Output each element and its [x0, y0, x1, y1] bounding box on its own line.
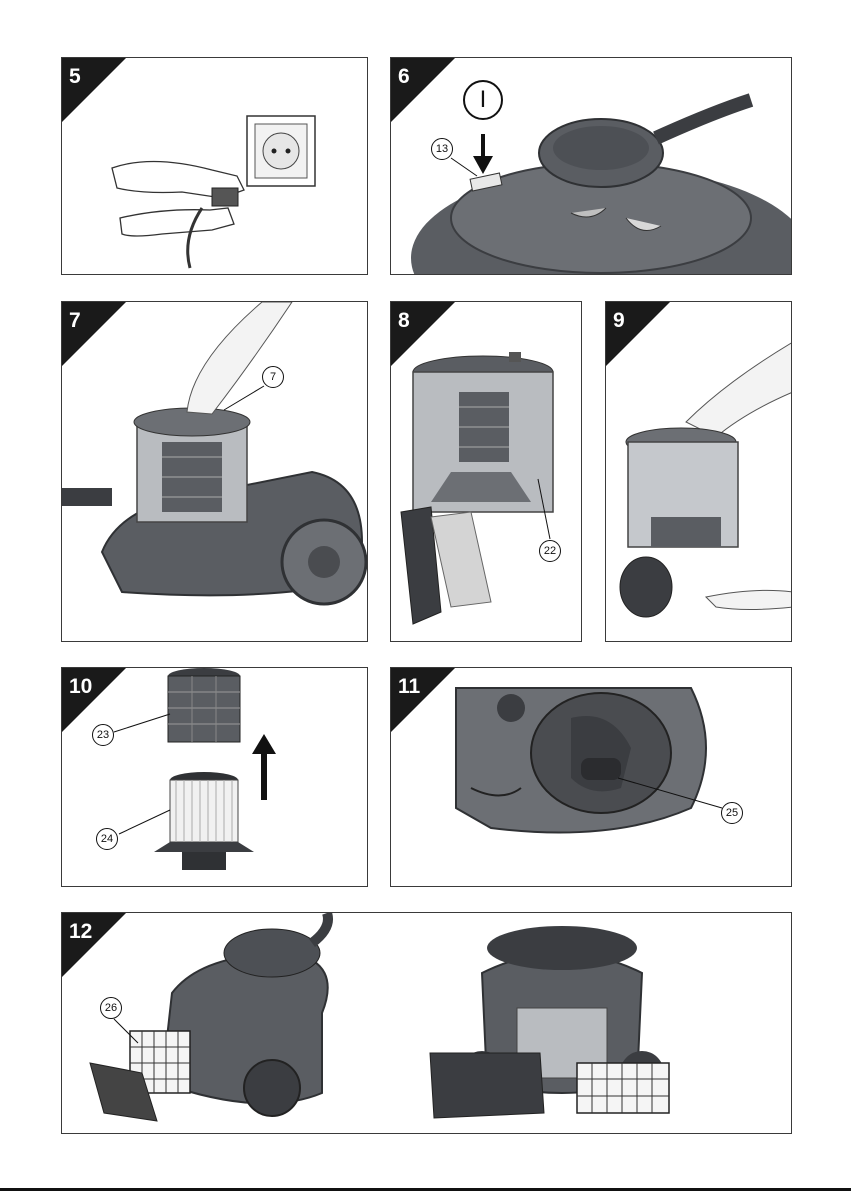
callout-26: 26 [100, 997, 122, 1019]
step-8-panel: 22 8 [390, 301, 582, 642]
callout-25: 25 [721, 802, 743, 824]
step-7-panel: 7 7 [61, 301, 368, 642]
step-11-panel: 25 11 [390, 667, 792, 887]
leader-line [616, 776, 724, 811]
footer-rule [0, 1188, 851, 1191]
switch-symbol: I [480, 86, 487, 113]
step-number: 7 [69, 309, 81, 333]
step-tab: 11 [391, 668, 455, 732]
callout-24: 24 [96, 828, 118, 850]
leader-line [112, 1017, 142, 1045]
exhaust-filter-illustration [62, 913, 792, 1134]
step-tab: 8 [391, 302, 455, 366]
step-9-panel: 9 [605, 301, 792, 642]
step-tab: 6 [391, 58, 455, 122]
callout-22: 22 [539, 540, 561, 562]
step-number: 10 [69, 675, 92, 699]
step-number: 9 [613, 309, 625, 333]
step-12-panel: 26 12 [61, 912, 792, 1134]
power-switch-icon: I [463, 80, 503, 120]
step-number: 12 [69, 920, 92, 944]
leader-line [117, 808, 172, 838]
leader-line [222, 382, 267, 412]
step-tab: 5 [62, 58, 126, 122]
step-tab: 12 [62, 913, 126, 977]
arrow-up-icon [252, 734, 276, 800]
step-number: 6 [398, 65, 410, 89]
step-10-panel: 23 24 10 [61, 667, 368, 887]
step-5-panel: 5 [61, 57, 368, 275]
step-number: 5 [69, 65, 81, 89]
step-tab: 10 [62, 668, 126, 732]
leader-line [536, 477, 556, 542]
step-number: 8 [398, 309, 410, 333]
step-6-panel: I 13 6 [390, 57, 792, 275]
step-tab: 7 [62, 302, 126, 366]
step-number: 11 [398, 675, 420, 699]
leader-line [449, 156, 479, 178]
step-tab: 9 [606, 302, 670, 366]
